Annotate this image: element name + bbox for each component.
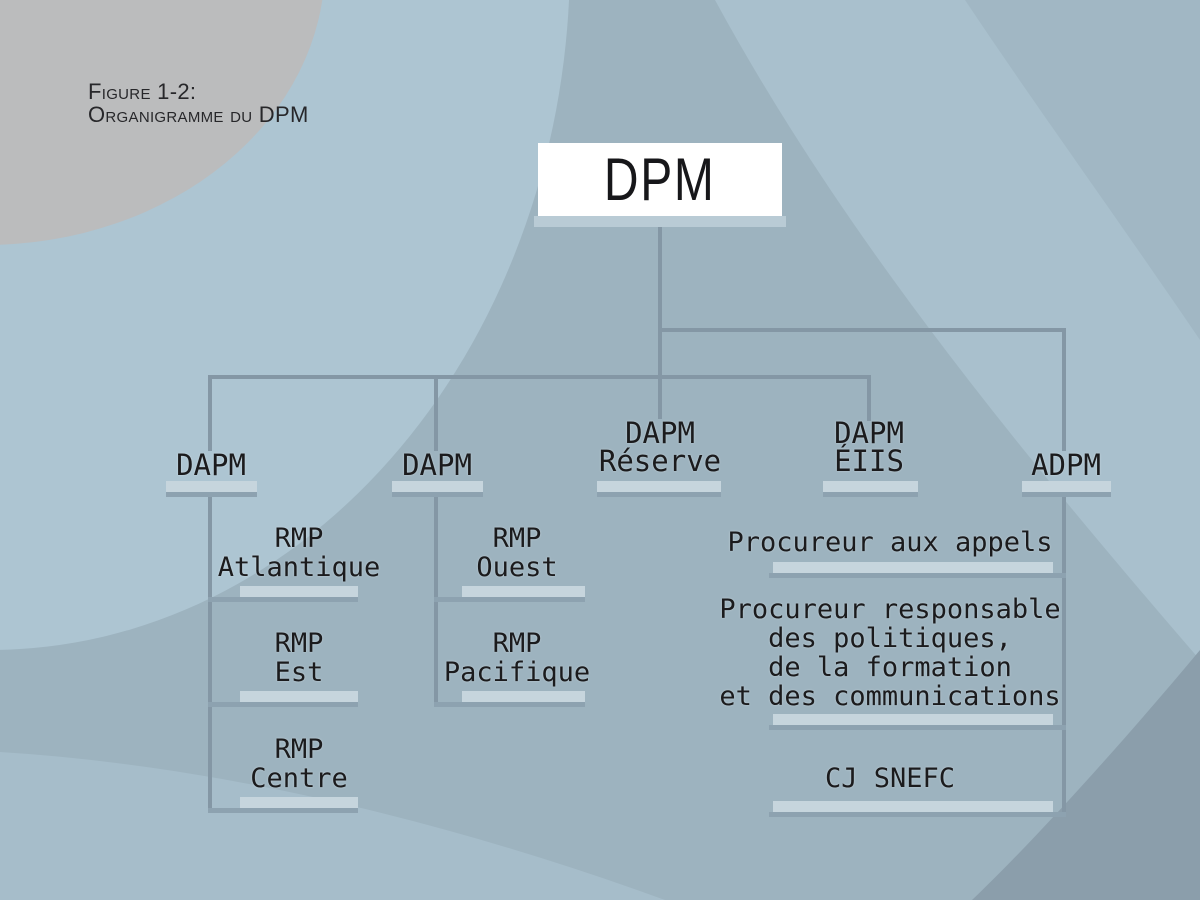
node-rmp-ouest-line1: RMP	[492, 523, 542, 554]
node-dapm-reserve-line2: Réserve	[598, 444, 722, 478]
node-rmp-centre: RMP Centre	[189, 735, 409, 793]
node-dpm-box: DPM	[538, 143, 782, 216]
node-dapm-eiis-line1: DAPM	[834, 416, 904, 450]
node-dpm-underbar	[534, 216, 786, 227]
node-rmp-pacifique: RMP Pacifique	[407, 629, 627, 687]
connector-cj-snefc-line	[769, 812, 1066, 817]
figure-caption-line1: Figure 1-2:	[88, 79, 197, 104]
bg-top-right-corner-band	[965, 0, 1200, 340]
connector-rmp-est-line	[208, 702, 358, 707]
node-cj-snefc-label: CJ SNEFC	[824, 763, 956, 794]
connector-dapm2-trunk	[434, 497, 438, 707]
node-rmp-pacifique-line2: Pacifique	[443, 657, 591, 688]
node-dapm-reserve-underbar	[597, 481, 721, 497]
node-adpm-label: ADPM	[1031, 448, 1101, 482]
connector-eiis-stub	[867, 375, 871, 421]
node-dpm-label: DPM	[604, 145, 716, 213]
node-procureur-responsable-line3: de la formation	[768, 652, 1012, 683]
connector-root-vertical	[658, 227, 662, 419]
node-adpm-underbar	[1022, 481, 1111, 497]
node-rmp-centre-underbar	[240, 797, 358, 808]
connector-rmp-atlantique-line	[208, 597, 358, 602]
connector-rmp-pacifique-line	[434, 702, 585, 707]
node-dapm-1-label: DAPM	[176, 448, 246, 482]
node-dapm-eiis-line2: ÉIIS	[834, 444, 904, 478]
node-procureur-responsable-underbar	[773, 714, 1053, 725]
node-procureur-responsable-line4: et des communications	[719, 681, 1061, 712]
node-rmp-ouest-line2: Ouest	[476, 552, 558, 583]
node-rmp-pacifique-line1: RMP	[492, 628, 542, 659]
node-rmp-ouest-underbar	[462, 586, 585, 597]
figure-caption: Figure 1-2: Organigramme du DPM	[88, 80, 309, 126]
connector-horizontal-to-adpm	[658, 328, 1066, 332]
connector-dapm1-stub	[208, 375, 212, 451]
node-rmp-atlantique-line1: RMP	[274, 523, 324, 554]
node-dapm-eiis: DAPM ÉIIS	[769, 416, 969, 478]
node-dapm-reserve: DAPM Réserve	[560, 416, 760, 478]
node-procureur-appels-label: Procureur aux appels	[727, 527, 1053, 558]
node-cj-snefc-underbar	[773, 801, 1053, 812]
node-rmp-est-line1: RMP	[274, 628, 324, 659]
connector-procureur-appels-line	[769, 573, 1066, 578]
node-dapm-eiis-underbar	[823, 481, 918, 497]
connector-adpm-trunk	[1062, 497, 1066, 817]
node-rmp-pacifique-underbar	[462, 691, 585, 702]
figure-caption-line2: Organigramme du DPM	[88, 102, 309, 127]
connector-horizontal-level1	[208, 375, 871, 379]
connector-dapm2-stub	[434, 375, 438, 451]
node-rmp-atlantique-line2: Atlantique	[217, 552, 381, 583]
connector-procureur-responsable-line	[769, 725, 1066, 730]
node-procureur-appels: Procureur aux appels	[690, 528, 1090, 557]
node-rmp-centre-line1: RMP	[274, 734, 324, 765]
node-dapm-2-label: DAPM	[402, 448, 472, 482]
connector-rmp-ouest-line	[434, 597, 585, 602]
node-procureur-responsable: Procureur responsable des politiques, de…	[668, 595, 1112, 711]
node-cj-snefc: CJ SNEFC	[690, 764, 1090, 793]
node-rmp-est-underbar	[240, 691, 358, 702]
connector-adpm-stub	[1062, 328, 1066, 451]
connector-dapm1-trunk	[208, 497, 212, 813]
node-procureur-responsable-line1: Procureur responsable	[719, 594, 1061, 625]
node-rmp-atlantique-underbar	[240, 586, 358, 597]
node-rmp-est-line2: Est	[274, 657, 324, 688]
node-dapm-2: DAPM	[357, 448, 517, 482]
node-dapm-reserve-line1: DAPM	[625, 416, 695, 450]
bg-bottom-left-band	[0, 752, 665, 900]
bg-gray-corner-arc	[0, 0, 323, 245]
bg-dark-bottom-right-corner	[972, 650, 1200, 900]
node-rmp-centre-line2: Centre	[250, 763, 348, 794]
node-procureur-responsable-line2: des politiques,	[768, 623, 1012, 654]
node-rmp-est: RMP Est	[189, 629, 409, 687]
node-rmp-ouest: RMP Ouest	[407, 524, 627, 582]
node-dapm-2-underbar	[392, 481, 483, 497]
node-dapm-1: DAPM	[131, 448, 291, 482]
connector-rmp-centre-line	[208, 808, 358, 813]
node-procureur-appels-underbar	[773, 562, 1053, 573]
node-rmp-atlantique: RMP Atlantique	[189, 524, 409, 582]
node-adpm: ADPM	[986, 448, 1146, 482]
node-dapm-1-underbar	[166, 481, 257, 497]
